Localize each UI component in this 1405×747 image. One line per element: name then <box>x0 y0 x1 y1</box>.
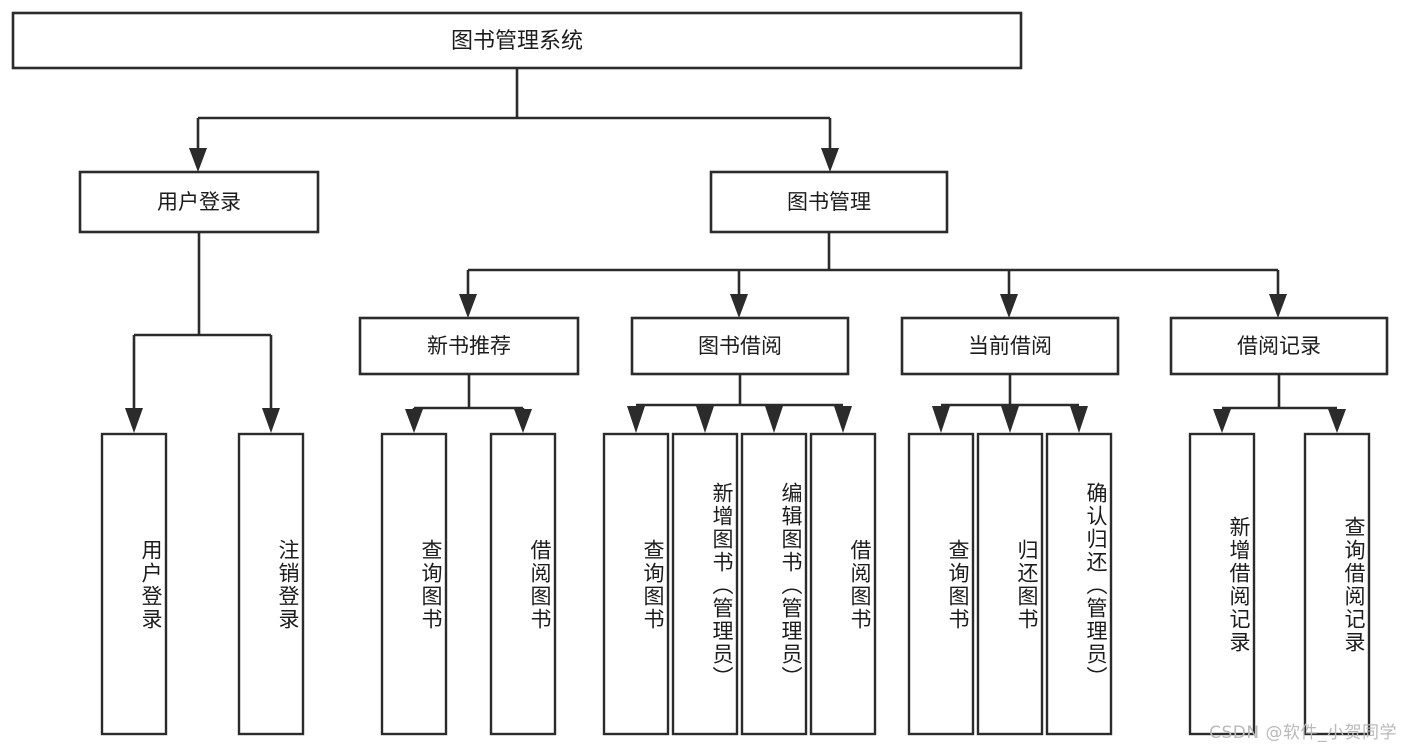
node-user-login[interactable]: 用户登录 <box>78 170 320 234</box>
arrow-head-icon <box>765 406 783 433</box>
node-borrow-record-label: 借阅记录 <box>1237 334 1321 358</box>
node-book-borrow[interactable]: 图书借阅 <box>630 316 850 376</box>
connector-user-login-to-leaves <box>125 232 280 433</box>
node-current-borrow-rect[interactable] <box>900 316 1120 376</box>
leaf-rect-user-logout[interactable] <box>237 432 305 736</box>
leaf-rect-query-book-3[interactable] <box>907 432 975 736</box>
arrow-head-icon <box>514 409 532 433</box>
leaf-rect-confirm-return[interactable] <box>1045 432 1113 736</box>
arrow-head-icon <box>1269 294 1287 318</box>
node-new-book-recommend[interactable]: 新书推荐 <box>358 316 580 376</box>
connector-new-book-recommend-to-leaves <box>405 374 532 433</box>
connector-root-to-level2 <box>189 68 839 172</box>
node-current-borrow[interactable]: 当前借阅 <box>900 316 1120 376</box>
arrow-head-icon <box>262 408 280 433</box>
leaf-rect-query-record[interactable] <box>1303 432 1371 736</box>
arrow-head-icon <box>1001 406 1019 433</box>
arrow-head-icon <box>932 406 950 433</box>
leaf-rect-add-record[interactable] <box>1188 432 1256 736</box>
arrow-head-icon <box>834 406 852 433</box>
node-new-book-recommend-label: 新书推荐 <box>427 334 511 358</box>
arrow-head-icon <box>125 408 143 433</box>
leaf-rect-edit-book[interactable] <box>740 432 808 736</box>
connector-borrow-record-to-leaves <box>1213 374 1346 433</box>
arrow-head-icon <box>1000 294 1018 318</box>
arrow-head-icon <box>696 406 714 433</box>
node-user-login-rect[interactable] <box>78 170 320 234</box>
node-current-borrow-label: 当前借阅 <box>968 334 1052 358</box>
node-root[interactable]: 图书管理系统 <box>11 11 1023 70</box>
arrow-head-icon <box>821 148 839 172</box>
arrow-head-icon <box>1328 409 1346 433</box>
leaf-rect-add-book[interactable] <box>671 432 739 736</box>
node-user-login-label: 用户登录 <box>157 190 241 214</box>
leaf-rect-borrow-book-1[interactable] <box>489 432 557 736</box>
arrow-head-icon <box>1070 406 1088 433</box>
watermark-text: CSDN @软件_小贺同学 <box>1209 723 1397 743</box>
arrow-head-icon <box>730 294 748 318</box>
node-book-manage-label: 图书管理 <box>787 190 871 214</box>
leaf-rect-return-book[interactable] <box>976 432 1044 736</box>
leaf-rect-user-login[interactable] <box>100 432 168 736</box>
node-root-rect[interactable] <box>11 11 1023 70</box>
node-root-label: 图书管理系统 <box>451 29 583 54</box>
leaf-rect-query-book-1[interactable] <box>380 432 448 736</box>
connector-book-manage-to-level3 <box>459 232 1287 318</box>
connector-book-borrow-to-leaves <box>627 374 852 433</box>
leaf-rect-query-book-2[interactable] <box>602 432 670 736</box>
connector-current-borrow-to-leaves <box>932 374 1088 433</box>
arrow-head-icon <box>627 406 645 433</box>
arrow-head-icon <box>189 148 207 172</box>
leaf-rect-borrow-book-2[interactable] <box>809 432 877 736</box>
node-borrow-record[interactable]: 借阅记录 <box>1169 316 1389 376</box>
arrow-head-icon <box>459 294 477 318</box>
arrow-head-icon <box>405 409 423 433</box>
node-book-borrow-label: 图书借阅 <box>698 334 782 358</box>
node-book-manage[interactable]: 图书管理 <box>709 170 949 234</box>
arrow-head-icon <box>1213 409 1231 433</box>
node-new-book-recommend-rect[interactable] <box>358 316 580 376</box>
